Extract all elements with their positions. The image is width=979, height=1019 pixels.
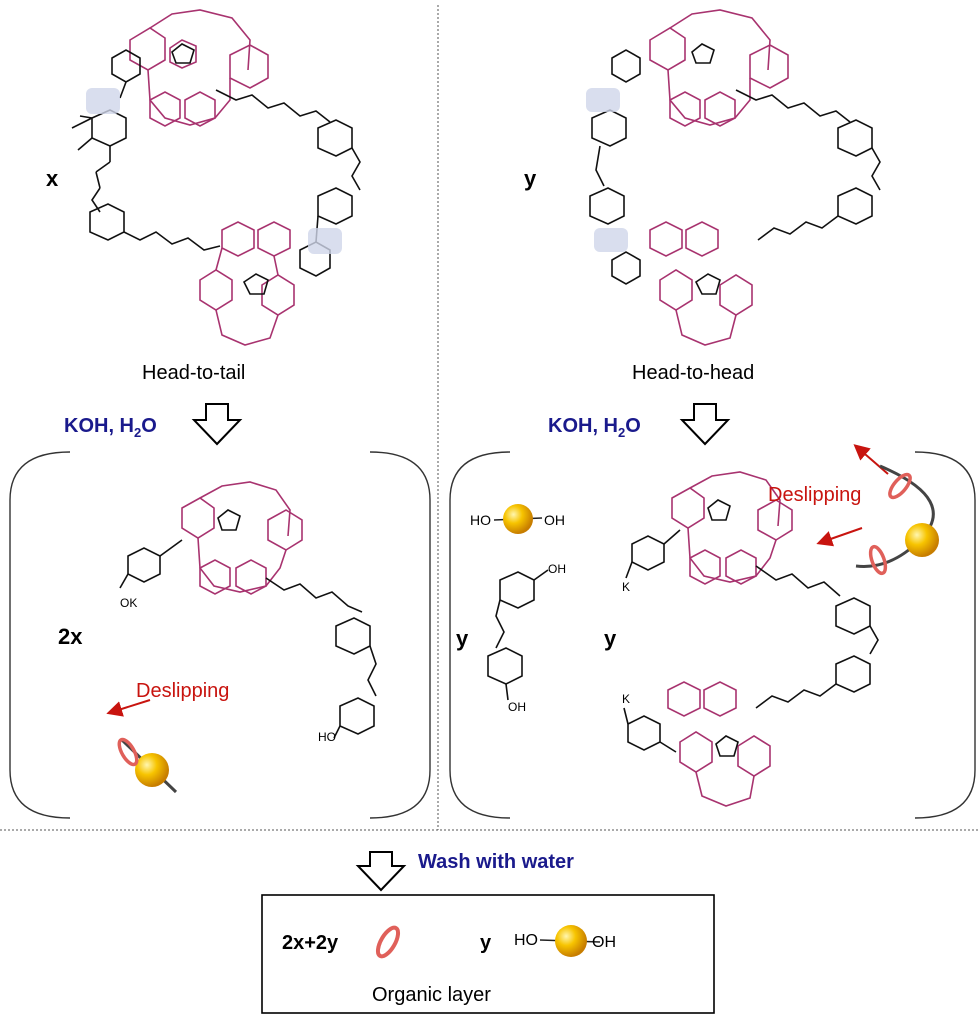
diol-oh: OH xyxy=(544,512,565,528)
reaction-arrow-right xyxy=(679,403,731,446)
organic-layer-box xyxy=(261,894,715,1014)
ring-coefficient: 2x+2y xyxy=(282,932,339,954)
organic-layer-caption: Organic layer xyxy=(372,984,491,1006)
carboxylate-label: OK xyxy=(120,596,138,610)
head-to-tail-structure xyxy=(71,9,361,346)
product-right-structure xyxy=(623,471,879,807)
diol-stopper-organic xyxy=(539,925,601,957)
wash-label: Wash with water xyxy=(418,851,574,873)
deslipping-arrow xyxy=(106,699,151,717)
reagent-right: KOH, H2O xyxy=(548,415,641,440)
coefficient-y-diol: y xyxy=(456,626,469,651)
deslipping-label-left: Deslipping xyxy=(136,680,230,702)
macrocycle-lower-left xyxy=(199,221,295,346)
hydroxy-label: HO xyxy=(318,730,336,744)
compound-label-y: y xyxy=(524,166,537,191)
reaction-arrow-left xyxy=(191,403,243,446)
product-left-structure xyxy=(119,481,377,739)
macrocycle-upper-right xyxy=(649,9,789,127)
ester-highlight xyxy=(594,228,628,252)
head-to-head-structure xyxy=(586,9,881,346)
bracket-left-close xyxy=(369,451,431,819)
organic-diol-oh: OH xyxy=(592,934,616,951)
ester-highlight xyxy=(86,88,120,114)
diol-stopper xyxy=(493,504,543,534)
caption-head-to-tail: Head-to-tail xyxy=(142,362,246,384)
oh-bottom: OH xyxy=(508,700,526,714)
caption-head-to-head: Head-to-head xyxy=(632,362,755,384)
bracket-left-open xyxy=(9,451,71,819)
diol-ho: HO xyxy=(470,512,491,528)
rotaxane-ball-left xyxy=(117,737,178,794)
compound-label-x: x xyxy=(46,166,59,191)
deslipping-label-right: Deslipping xyxy=(768,484,862,506)
bracket-right-close xyxy=(914,451,976,819)
disulfide-diol xyxy=(487,569,549,701)
deslipping-arrow-upper xyxy=(853,444,889,475)
oh-top: OH xyxy=(548,562,566,576)
macrocycle-lower-right xyxy=(649,221,753,346)
ester-highlight xyxy=(586,88,620,112)
organic-diol-ho: HO xyxy=(514,932,538,949)
diol-coefficient: y xyxy=(480,932,492,954)
rotaxane-ball-right xyxy=(855,464,939,576)
bracket-right-open xyxy=(449,451,511,819)
potassium-bottom: K xyxy=(622,692,631,706)
coefficient-2x: 2x xyxy=(58,624,83,649)
macrocycle-upper-left xyxy=(129,9,269,127)
wash-arrow xyxy=(355,851,407,892)
potassium-top: K xyxy=(622,580,631,594)
reagent-left: KOH, H2O xyxy=(64,415,157,440)
ester-highlight xyxy=(308,228,342,254)
macrocycle-ring-icon xyxy=(375,925,401,959)
deslipping-arrow-lower xyxy=(816,527,863,547)
coefficient-y-bisaxle: y xyxy=(604,626,617,651)
